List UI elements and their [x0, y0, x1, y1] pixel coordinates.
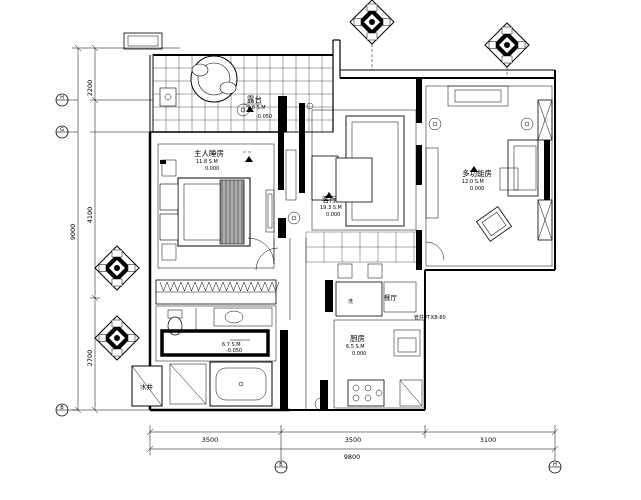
- svg-text:B: B: [279, 462, 283, 468]
- multi-room-name: 多功能房: [462, 168, 492, 178]
- living-room-area: 19.3 S.M: [320, 205, 342, 211]
- axis-marker-left-2: G: [55, 125, 69, 139]
- bathroom-area: 6.7 S.M: [222, 342, 241, 348]
- corridor-details: [236, 102, 314, 410]
- elevation-symbol-top-right: [484, 22, 530, 68]
- balcony-name: 露台: [247, 94, 262, 104]
- elevation-symbol-left-upper: [94, 245, 140, 291]
- dimension-left-total: 9000: [69, 224, 77, 241]
- kitchen: [314, 319, 425, 411]
- exterior-walls: [148, 69, 556, 412]
- master-bedroom: [157, 143, 275, 269]
- balcony-level: -0.050: [256, 114, 272, 120]
- elevation-symbol-top-center: [349, 0, 395, 45]
- master-bedroom-name: 主人睡房: [194, 148, 224, 158]
- living-room-name: 客厅: [322, 194, 337, 204]
- svg-text:H: H: [553, 462, 557, 468]
- dimension-bottom-segment-3: 3100: [480, 436, 497, 444]
- pipe-note: 管井PT.K8-60: [414, 314, 446, 321]
- structural-columns: [160, 78, 422, 410]
- left-dimension-lines: [72, 44, 180, 414]
- multi-room-area: 12.0 S.M: [462, 179, 484, 185]
- svg-text:G: G: [60, 127, 64, 133]
- pipe-well-label: 水井: [140, 382, 154, 391]
- living-room-level: 0.000: [326, 212, 340, 218]
- dimension-left-segment-3: 2700: [86, 350, 94, 367]
- axis-marker-left-1: H: [55, 93, 69, 107]
- axis-marker-left-3: B: [55, 403, 69, 417]
- dining-area: [335, 263, 417, 317]
- dining-name: 餐厅: [384, 293, 398, 302]
- master-bedroom-level: 0.000: [205, 166, 219, 172]
- elevation-symbol-left-lower: [94, 315, 140, 361]
- axis-marker-bottom-2: H: [548, 460, 562, 474]
- svg-text:B: B: [60, 405, 64, 411]
- svg-text:H: H: [60, 95, 64, 101]
- dimension-left-segment-2: 4100: [86, 207, 94, 224]
- dimension-bottom-segment-1: 3500: [202, 436, 219, 444]
- master-bedroom-area: 11.8 S.M: [196, 159, 218, 165]
- kitchen-name: 厨房: [350, 333, 365, 343]
- sink-label: 洗: [348, 298, 353, 305]
- dimension-bottom-segment-2: 3500: [345, 436, 362, 444]
- bathroom-level: -0.050: [226, 348, 242, 354]
- multi-room-level: 0.000: [470, 186, 484, 192]
- dimension-left-segment-1: 2200: [86, 80, 94, 97]
- multi-function-room: [425, 85, 553, 267]
- living-room: [285, 109, 417, 263]
- kitchen-area: 6.5 S.M: [346, 344, 365, 350]
- balcony-area-value: 7.8 S.M: [247, 105, 266, 111]
- bottom-dimension-lines: [146, 425, 559, 460]
- axis-marker-bottom-1: B: [274, 460, 288, 474]
- kitchen-level: 0.000: [352, 351, 366, 357]
- bathroom: [131, 305, 277, 407]
- dimension-bottom-total: 9800: [344, 453, 361, 461]
- wardrobe-strip: [155, 279, 280, 305]
